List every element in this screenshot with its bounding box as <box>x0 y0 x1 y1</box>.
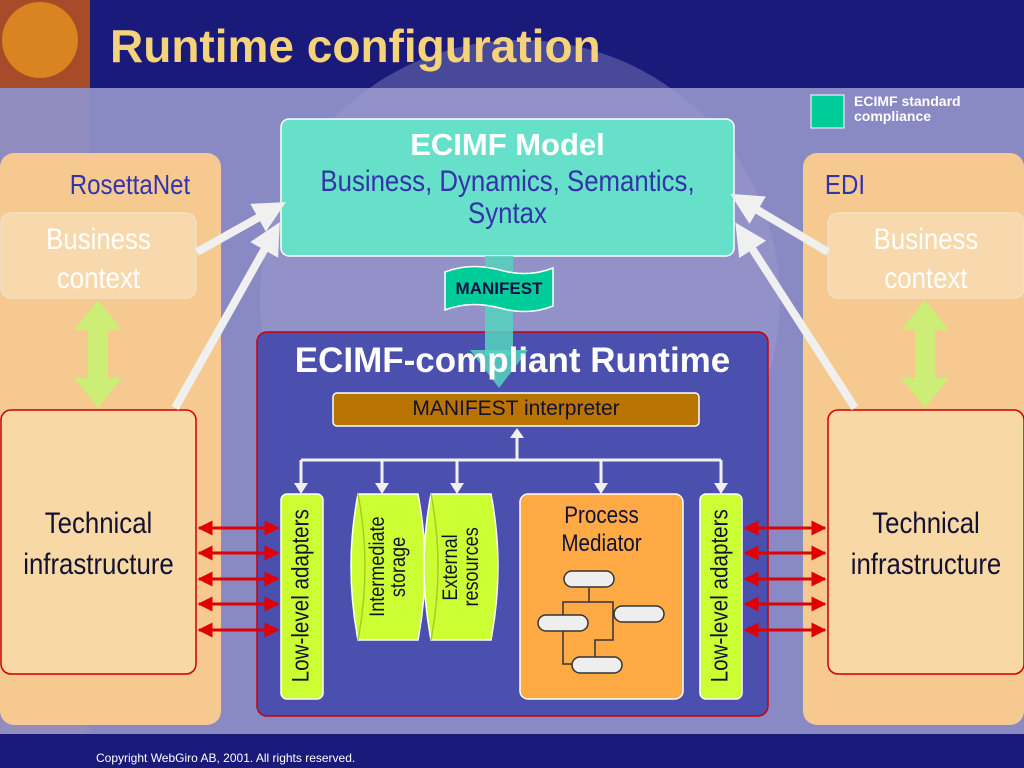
model-box-subtitle: Business, Dynamics, Semantics, Syntax <box>320 165 695 230</box>
footer-band <box>0 734 1024 768</box>
left-business-context-label: Business context <box>46 223 151 295</box>
left-infrastructure-box <box>0 409 197 675</box>
legend-swatch <box>810 94 845 129</box>
runtime-title: ECIMF-compliant Runtime <box>294 341 731 380</box>
right-infrastructure-label: Technical infrastructure <box>850 507 1002 581</box>
mediator-flow-lines <box>562 588 614 665</box>
left-side-label: RosettaNet <box>69 169 191 200</box>
right-adapter-connections <box>743 520 827 638</box>
distribution-arrowheads <box>294 483 728 494</box>
mediator-step-2 <box>537 614 589 632</box>
right-context-infra-arrow <box>901 300 949 408</box>
left-adapters-label: Low-level adapters <box>287 509 315 683</box>
right-business-context-box <box>827 212 1024 299</box>
mediator-step-3 <box>613 605 665 623</box>
interpreter-label: MANIFEST interpreter <box>412 397 620 420</box>
left-business-context-box <box>0 212 197 299</box>
process-mediator-box <box>519 493 684 700</box>
storage-label: Intermediate storage <box>366 516 410 618</box>
storage-cylinder <box>350 493 426 641</box>
model-box-title: ECIMF Model <box>410 127 605 162</box>
copyright-footer: Copyright WebGiro AB, 2001. All rights r… <box>96 751 356 765</box>
mediator-step-1 <box>563 570 615 588</box>
legend-label: ECIMF standard compliance <box>854 93 961 124</box>
manifest-banner <box>444 265 554 313</box>
left-infrastructure-label: Technical infrastructure <box>23 507 174 581</box>
left-adapters-box <box>280 493 324 700</box>
left-adapter-connections <box>197 520 280 638</box>
right-business-context-label: Business context <box>873 223 979 295</box>
interpreter-distribution-lines <box>299 428 723 485</box>
interpreter-box <box>332 392 700 427</box>
mediator-label: Process Mediator <box>561 502 642 557</box>
right-infrastructure-box <box>827 409 1024 675</box>
right-adapters-label: Low-level adapters <box>706 509 734 683</box>
runtime-box <box>256 331 769 717</box>
resources-label: External resources <box>439 527 483 607</box>
slide-title: Runtime configuration <box>110 20 601 72</box>
mediator-step-4 <box>571 656 623 674</box>
right-adapters-box <box>699 493 743 700</box>
left-context-infra-arrow <box>74 300 122 408</box>
arrows-to-model <box>171 193 859 411</box>
manifest-banner-label: MANIFEST <box>455 279 543 298</box>
right-side-label: EDI <box>824 169 866 200</box>
resources-cylinder <box>423 493 499 641</box>
